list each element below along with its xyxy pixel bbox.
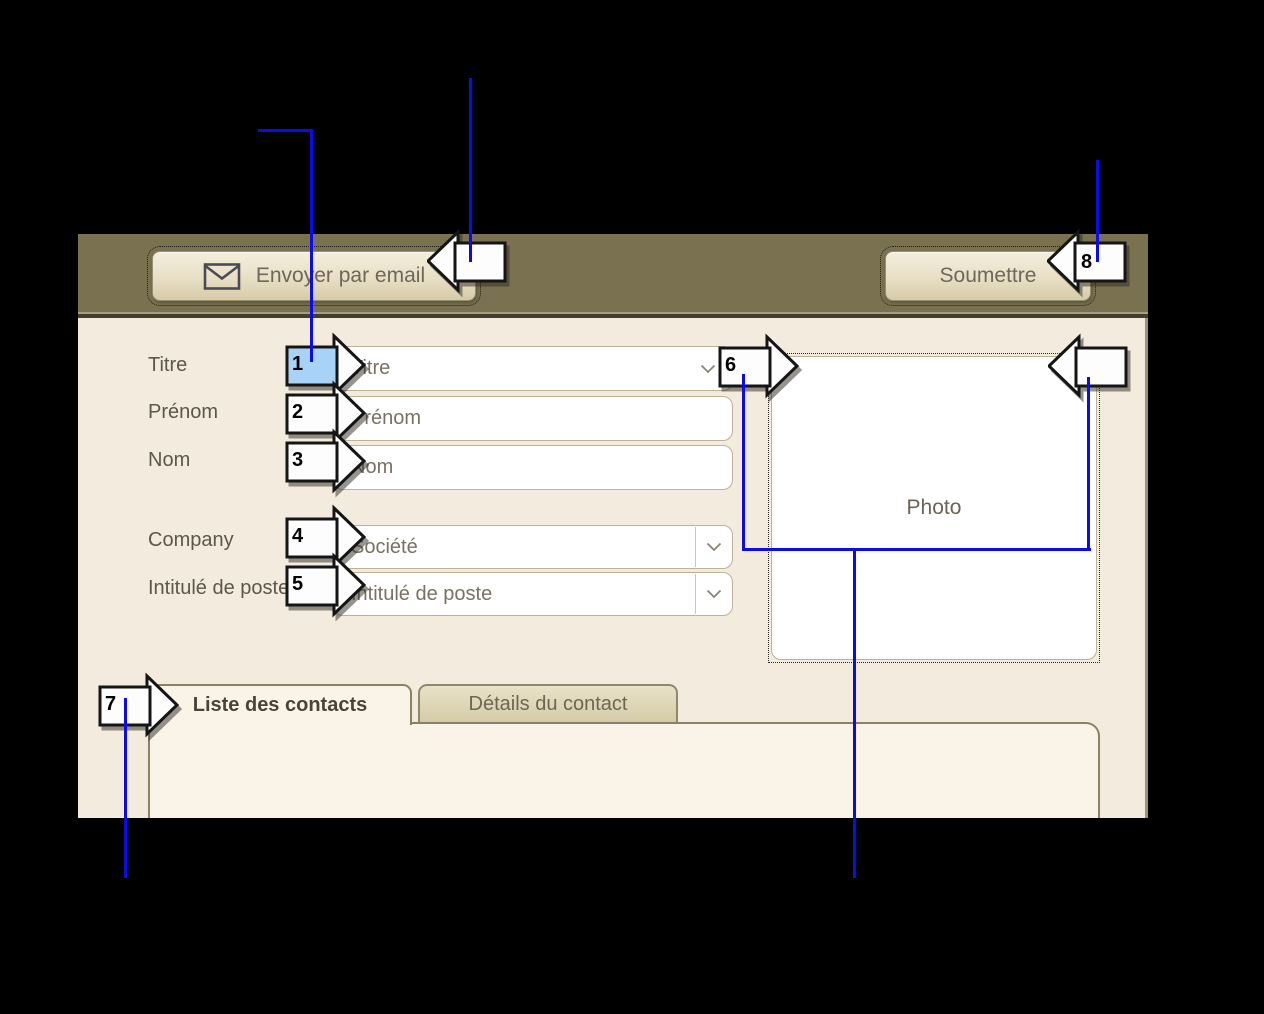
callout-arrow-email (427, 228, 507, 294)
chevron-down-icon[interactable] (706, 589, 722, 599)
combobox-divider (694, 527, 696, 567)
send-email-button[interactable]: Envoyer par email (147, 246, 481, 306)
callout-line-6-left (742, 374, 745, 551)
job-title-label: Intitulé de poste (148, 577, 290, 599)
svg-text:1: 1 (292, 353, 303, 375)
first-name-input[interactable]: Prénom (333, 396, 733, 441)
photo-placeholder-label: Photo (906, 496, 962, 519)
callout-line-email (469, 78, 472, 262)
svg-text:3: 3 (292, 449, 303, 471)
last-name-input[interactable]: Nom (333, 445, 733, 490)
photo-placeholder-box: Photo (771, 356, 1097, 660)
tab-contacts-list[interactable]: Liste des contacts (148, 684, 412, 725)
callout-arrow-3: 3 (285, 428, 367, 494)
svg-text:7: 7 (105, 693, 116, 715)
tab-content-panel (148, 722, 1100, 818)
combobox-divider (694, 574, 696, 614)
first-name-label: Prénom (148, 401, 219, 423)
title-dropdown[interactable]: Titre (333, 346, 733, 391)
svg-text:2: 2 (292, 401, 303, 423)
submit-button-label: Soumettre (939, 264, 1037, 287)
callout-arrow-6: 6 (718, 333, 800, 399)
callout-line-6-right (1087, 377, 1090, 551)
tab-contacts-list-label: Liste des contacts (192, 694, 368, 716)
callout-arrow-2: 2 (285, 380, 367, 446)
chevron-down-icon (700, 364, 716, 374)
callout-line-7 (124, 698, 127, 878)
callout-arrow-5: 5 (285, 552, 367, 618)
photo-drop-area[interactable]: Photo (768, 353, 1100, 663)
callout-line-1-horizontal (258, 129, 313, 132)
company-combobox[interactable]: Société (333, 525, 733, 569)
svg-text:5: 5 (292, 573, 303, 595)
company-placeholder: Société (351, 535, 418, 558)
svg-text:4: 4 (292, 525, 304, 547)
svg-text:6: 6 (725, 354, 736, 376)
callout-line-1-vertical (310, 129, 313, 362)
job-title-placeholder: Intitulé de poste (351, 582, 493, 605)
callout-arrow-1: 1 (285, 332, 367, 398)
tab-contact-details[interactable]: Détails du contact (418, 684, 678, 722)
callout-line-8 (1096, 160, 1099, 262)
envelope-icon (203, 262, 241, 290)
svg-text:8: 8 (1081, 251, 1092, 273)
title-label: Titre (148, 354, 188, 376)
callout-line-6-horizontal (742, 548, 1091, 551)
callout-arrow-photo (1048, 333, 1128, 399)
callout-arrow-8: 8 (1047, 228, 1127, 294)
toolbar-bottom-border (78, 312, 1148, 318)
tab-contact-details-label: Détails du contact (468, 692, 628, 715)
chevron-down-icon[interactable] (706, 542, 722, 552)
company-label: Company (148, 529, 234, 551)
last-name-label: Nom (148, 449, 191, 471)
first-name-placeholder: Prénom (351, 407, 422, 429)
callout-arrow-4: 4 (285, 504, 367, 570)
callout-arrow-7: 7 (98, 672, 180, 738)
contact-form-window: Envoyer par email Soumettre Titre Prénom… (78, 234, 1148, 818)
callout-line-6-branch (853, 551, 856, 878)
send-email-button-label: Envoyer par email (255, 264, 426, 287)
job-title-combobox[interactable]: Intitulé de poste (333, 572, 733, 616)
